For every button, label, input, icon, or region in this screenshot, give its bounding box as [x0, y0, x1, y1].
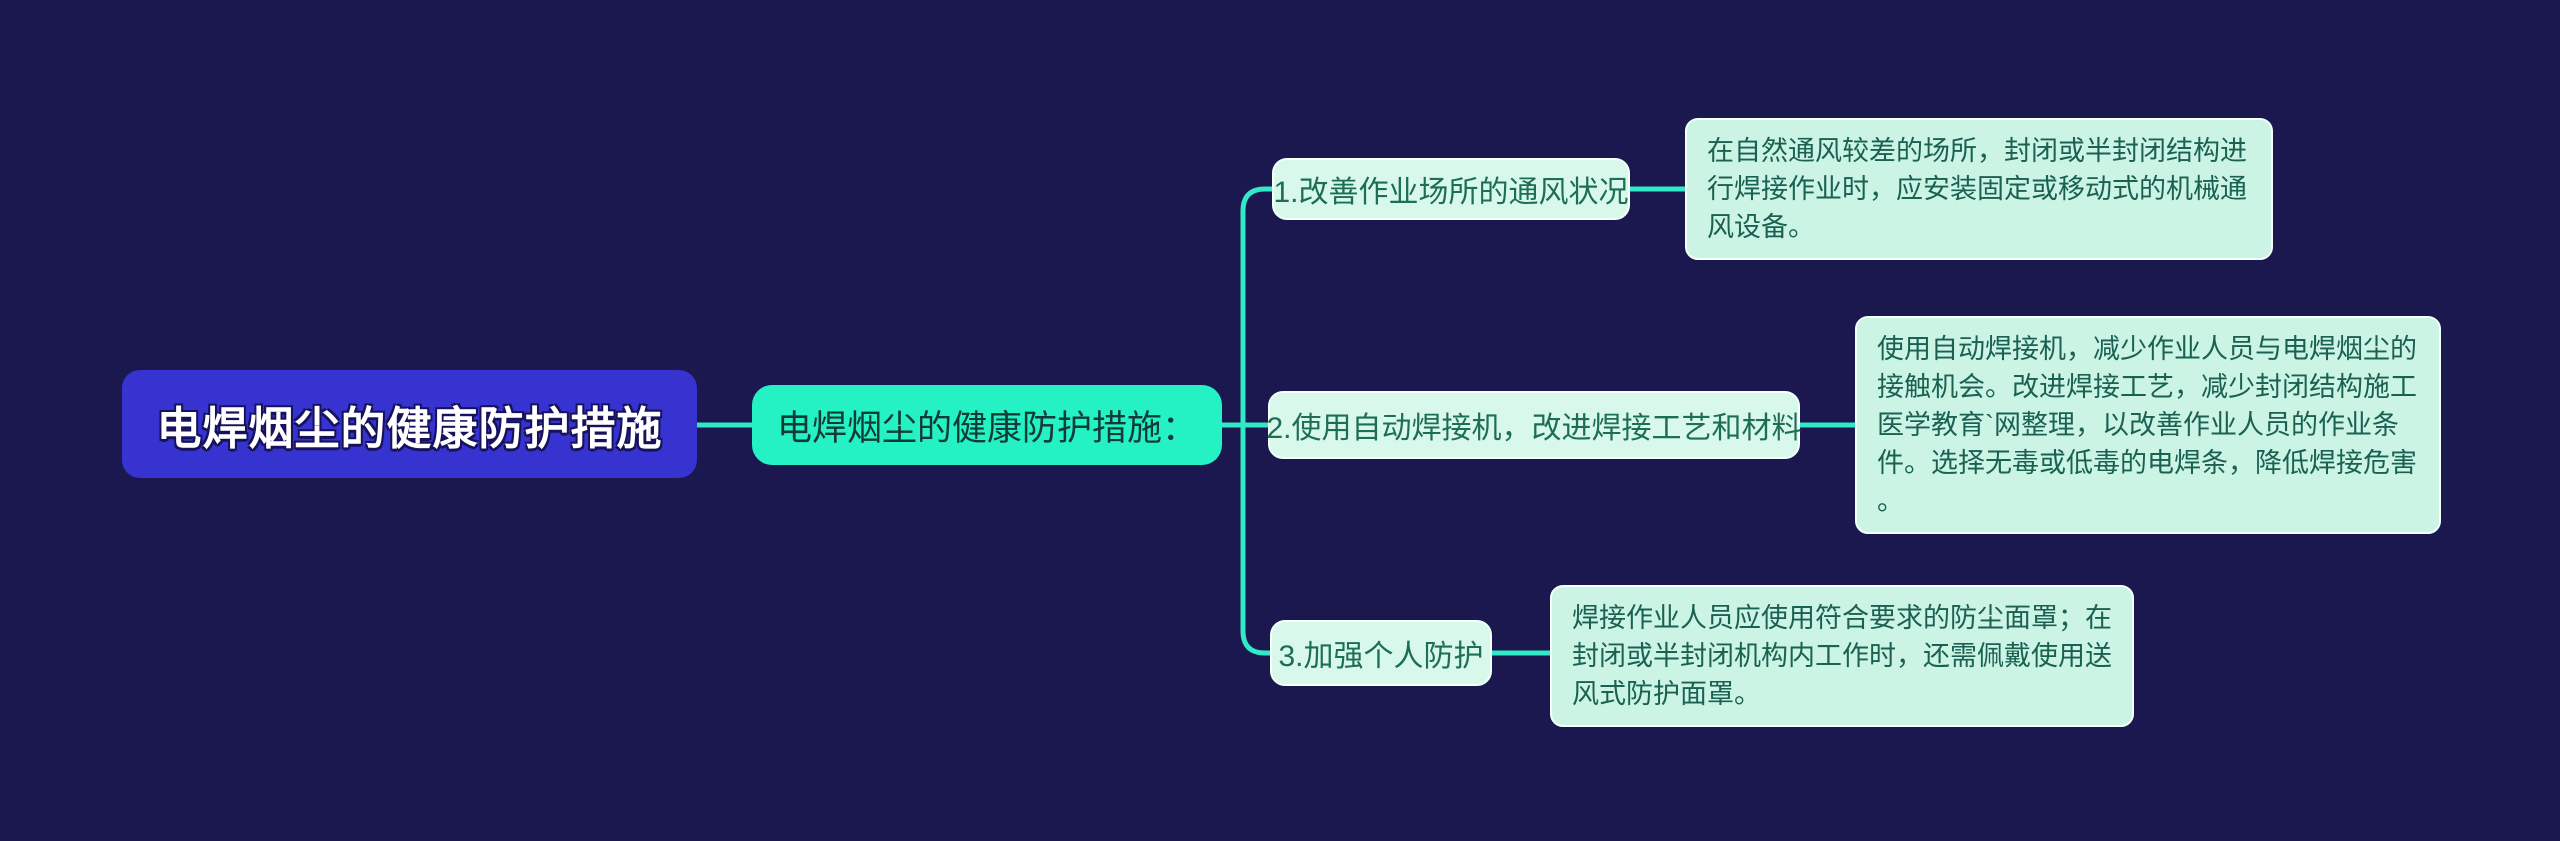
branch-node-1[interactable]: 1.改善作业场所的通风状况 [1272, 158, 1630, 220]
detail-node-2[interactable]: 使用自动焊接机，减少作业人员与电焊烟尘的接触机会。改进焊接工艺，减少封闭结构施工… [1855, 316, 2441, 534]
connector-trunk [1240, 186, 1275, 656]
detail-node-3[interactable]: 焊接作业人员应使用符合要求的防尘面罩；在封闭或半封闭机构内工作时，还需佩戴使用送… [1550, 585, 2134, 727]
branch-node-2-label: 2.使用自动焊接机，改进焊接工艺和材料 [1266, 412, 1802, 445]
branch-node-1-label: 1.改善作业场所的通风状况 [1273, 176, 1629, 209]
topic-node-label: 电焊烟尘的健康防护措施： [776, 408, 1197, 448]
root-node-label: 电焊烟尘的健康防护措施 [156, 402, 663, 454]
root-node[interactable]: 电焊烟尘的健康防护措施 [122, 370, 697, 478]
detail-node-1[interactable]: 在自然通风较差的场所，封闭或半封闭结构进行焊接作业时，应安装固定或移动式的机械通… [1685, 118, 2273, 260]
topic-node[interactable]: 电焊烟尘的健康防护措施： [752, 385, 1222, 465]
branch-node-2[interactable]: 2.使用自动焊接机，改进焊接工艺和材料 [1266, 391, 1802, 459]
branch-node-3-label: 3.加强个人防护 [1278, 640, 1484, 673]
branch-node-3[interactable]: 3.加强个人防护 [1270, 620, 1492, 686]
